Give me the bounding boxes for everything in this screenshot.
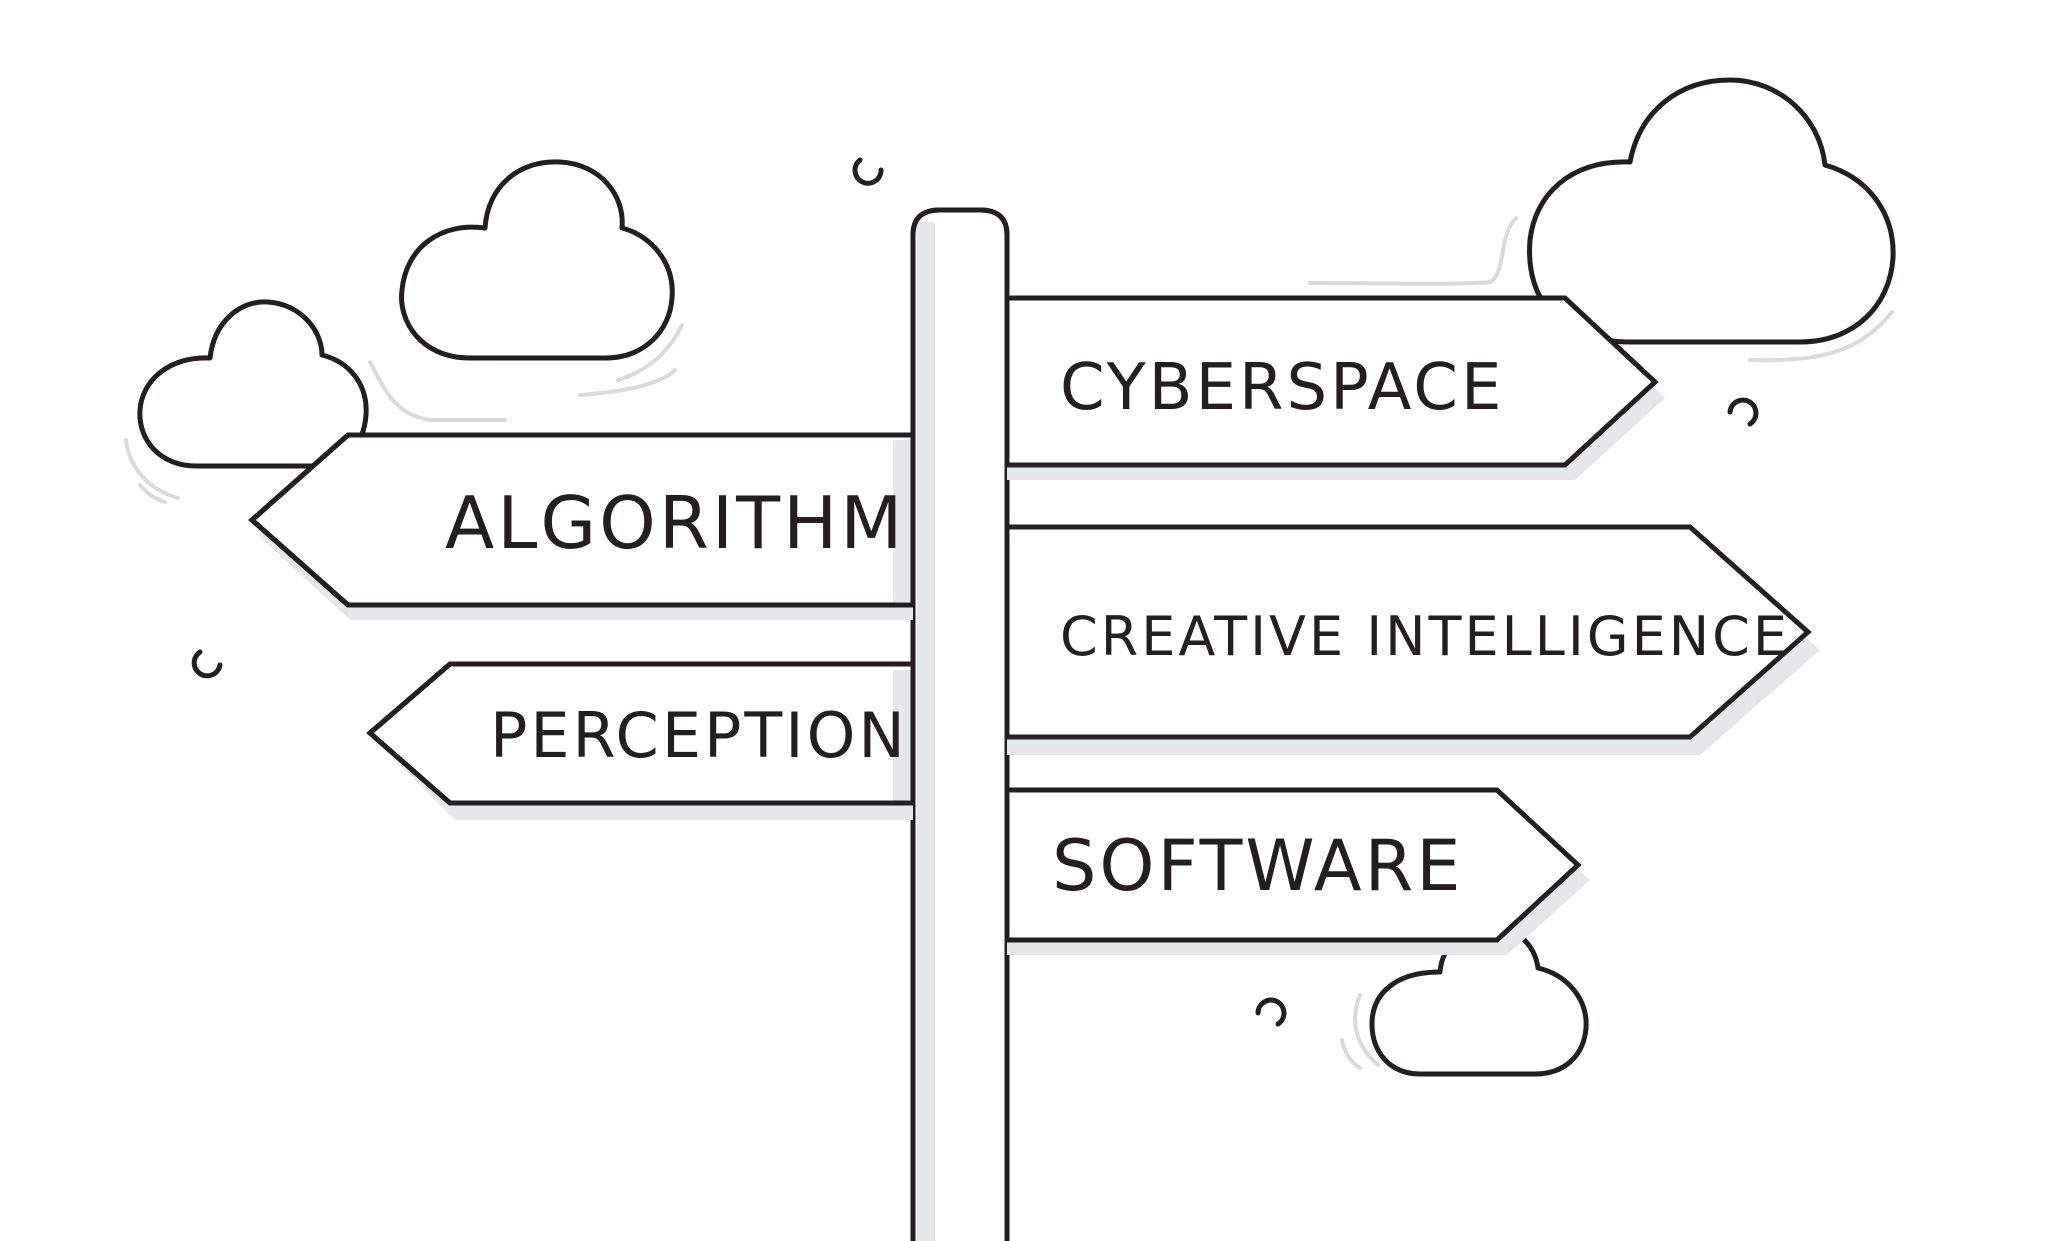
sign-cyberspace-label: CYBERSPACE: [1060, 351, 1504, 425]
sign-creative-intelligence: CREATIVE INTELLIGENCE: [1004, 524, 1820, 755]
cloud-left-small: [124, 299, 369, 504]
spark-bottom: [1255, 997, 1287, 1027]
sign-software: SOFTWARE: [1004, 787, 1590, 955]
spark-top-center: [852, 157, 884, 186]
sign-perception: PERCEPTION: [366, 661, 916, 820]
sign-algorithm-label: ALGORITHM: [445, 481, 905, 565]
sign-creative-intelligence-label: CREATIVE INTELLIGENCE: [1060, 605, 1790, 668]
cloud-top-right: [1308, 77, 1896, 363]
sign-software-label: SOFTWARE: [1052, 825, 1463, 907]
spark-left: [191, 649, 223, 679]
sign-pole: [910, 207, 1010, 1241]
spark-right: [1727, 397, 1759, 427]
sign-algorithm: ALGORITHM: [248, 432, 916, 620]
cloud-top-left: [368, 159, 684, 422]
sign-cyberspace: CYBERSPACE: [1004, 295, 1665, 480]
sign-perception-label: PERCEPTION: [490, 699, 908, 772]
